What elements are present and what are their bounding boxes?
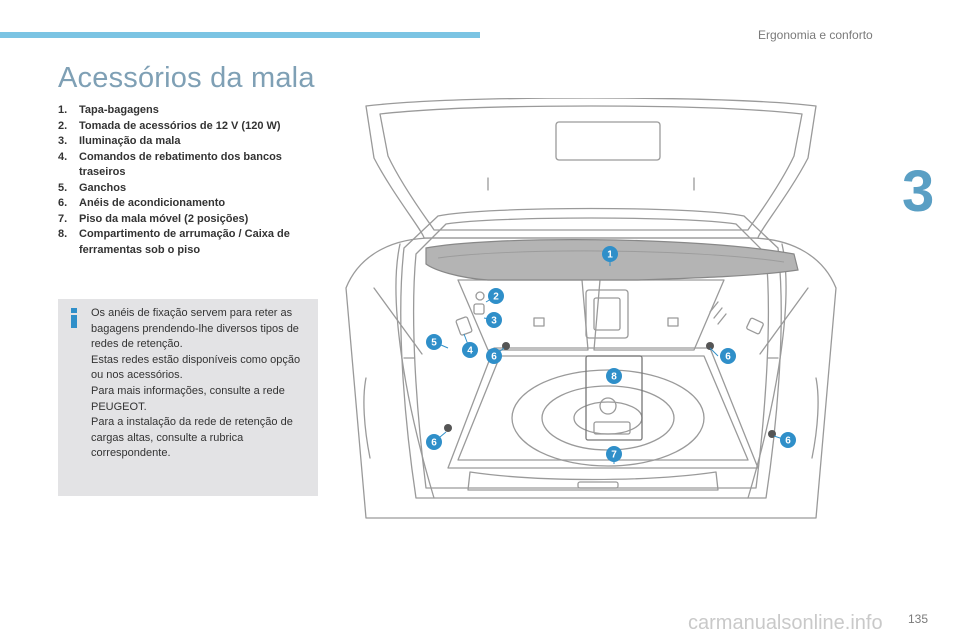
info-paragraph: Os anéis de fixação servem para reter as… (91, 307, 299, 351)
callout-1: 1 (602, 246, 618, 262)
legend-label: Tomada de acessórios de 12 V (120 W) (79, 119, 281, 132)
legend-label: Compartimento de arrumação / Caixa de fe… (79, 228, 290, 256)
legend-item: 5. Ganchos (58, 181, 328, 197)
callout-7: 7 (606, 446, 622, 462)
anchor-ring (768, 430, 776, 438)
legend-label: Tapa-bagagens (79, 104, 159, 116)
callout-5: 5 (426, 334, 442, 350)
legend-number: 6. (58, 197, 68, 209)
info-paragraph: Estas redes estão disponíveis como opção… (91, 353, 301, 382)
legend-item: 7. Piso da mala móvel (2 posições) (58, 212, 328, 228)
page-title: Acessórios da mala (58, 62, 315, 94)
legend-number: 1. (58, 104, 68, 116)
anchor-ring (706, 342, 714, 350)
legend-label: Ganchos (79, 181, 127, 194)
trunk-floor (447, 347, 759, 469)
seatback-left (457, 279, 589, 351)
info-paragraph: Para a instalação da rede de retenção de… (91, 416, 293, 460)
svg-text:4: 4 (467, 346, 473, 357)
legend-label: Piso da mala móvel (2 posições) (79, 212, 249, 225)
callout-6: 6 (486, 348, 502, 364)
legend-number: 4. (58, 150, 68, 163)
watermark: carmanualsonline.info (688, 612, 883, 634)
info-icon (69, 308, 79, 328)
info-box: Os anéis de fixação servem para reter as… (58, 299, 318, 496)
trunk-illustration: 1 2 3 4 5 6 6 6 6 7 8 (345, 98, 837, 519)
legend-number: 3. (58, 135, 68, 147)
info-paragraph: Para mais informações, consulte a rede P… (91, 384, 285, 413)
legend-number: 2. (58, 119, 68, 132)
page-number: 135 (908, 612, 929, 626)
callout-4: 4 (462, 342, 478, 358)
callout-6: 6 (780, 432, 796, 448)
legend-label: Anéis de acondicionamento (79, 197, 226, 209)
svg-text:6: 6 (491, 352, 497, 363)
legend-item: 6. Anéis de acondicionamento (58, 196, 328, 212)
svg-text:1: 1 (607, 250, 613, 261)
legend-number: 7. (58, 212, 68, 225)
callout-6: 6 (426, 434, 442, 450)
bumper (467, 471, 719, 491)
callout-3: 3 (486, 312, 502, 328)
legend-item: 8. Compartimento de arrumação / Caixa de … (58, 227, 328, 258)
svg-text:6: 6 (785, 436, 791, 447)
chapter-number: 3 (902, 159, 935, 224)
svg-text:7: 7 (611, 450, 617, 461)
callout-6: 6 (720, 348, 736, 364)
legend-number: 5. (58, 181, 68, 194)
legend-item: 4. Comandos de rebatimento dos bancos tra… (58, 150, 328, 181)
spare-wheel (511, 369, 705, 467)
legend-label: Comandos de rebatimento dos bancos trase… (79, 150, 282, 179)
svg-text:3: 3 (491, 316, 497, 327)
section-label: Ergonomia e conforto (758, 28, 873, 42)
tailgate-plate-recess (555, 121, 661, 161)
storage-box (585, 355, 643, 441)
header-accent-bar (0, 32, 480, 38)
svg-text:6: 6 (431, 438, 437, 449)
tailgate-outline (365, 98, 817, 239)
control-switch (455, 316, 473, 336)
legend-label: Iluminação da mala (79, 135, 181, 147)
seatback-center-hatch (585, 289, 629, 339)
legend-number: 8. (58, 228, 68, 240)
legend-list: 1. Tapa-bagagens 2. Tomada de acessórios d… (58, 103, 328, 258)
svg-text:6: 6 (725, 352, 731, 363)
callout-2: 2 (488, 288, 504, 304)
legend-item: 2. Tomada de acessórios de 12 V (120 W) (58, 119, 328, 135)
tailgate-inner (379, 105, 803, 231)
seatback-right (593, 279, 725, 351)
info-text: Os anéis de fixação servem para reter as… (91, 306, 313, 462)
anchor-ring (444, 424, 452, 432)
svg-text:5: 5 (431, 338, 437, 349)
svg-text:2: 2 (493, 292, 499, 303)
legend-item: 1. Tapa-bagagens (58, 103, 328, 119)
callout-8: 8 (606, 368, 622, 384)
svg-text:8: 8 (611, 372, 617, 383)
trunk-opening (400, 207, 782, 499)
legend-item: 3. Iluminação da mala (58, 134, 328, 150)
